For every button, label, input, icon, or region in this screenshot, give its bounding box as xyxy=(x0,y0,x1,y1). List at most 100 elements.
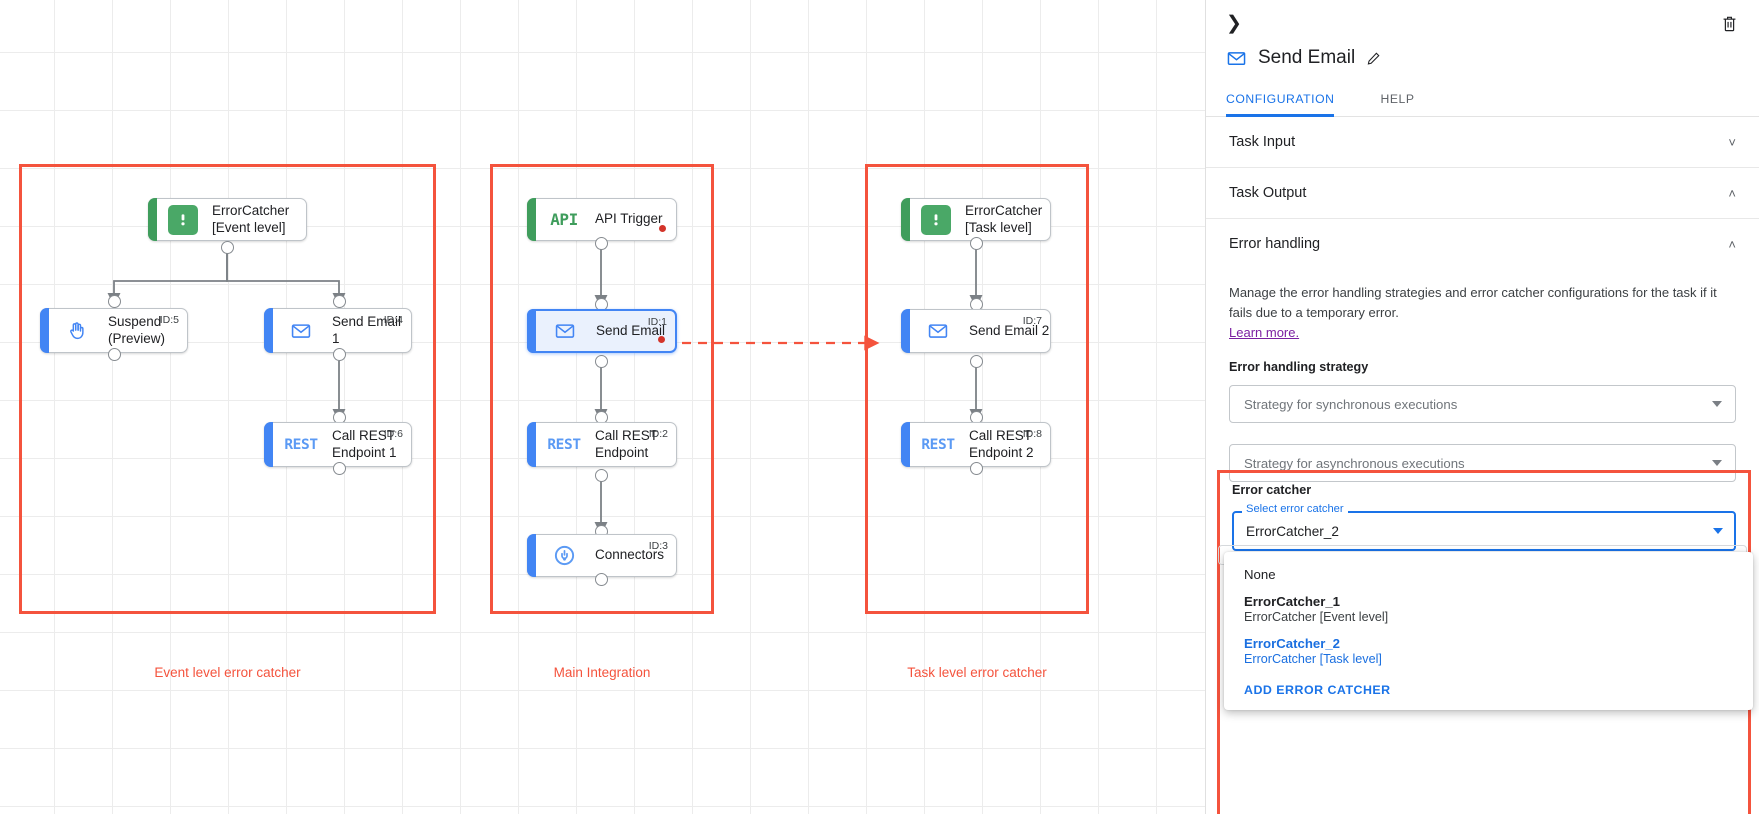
menu-item-name: ErrorCatcher_2 xyxy=(1244,636,1341,651)
node-accent-bar xyxy=(901,422,910,467)
node-label: Suspend (Preview) xyxy=(108,314,166,346)
menu-item-sub: ErrorCatcher [Task level] xyxy=(1244,652,1382,666)
mail-icon xyxy=(921,314,955,348)
node-port-out xyxy=(595,573,608,586)
tab-configuration[interactable]: CONFIGURATION xyxy=(1226,86,1352,117)
panel-header: ❯ Send Email xyxy=(1206,0,1759,69)
menu-item-none[interactable]: None xyxy=(1224,561,1753,588)
panel-tabs: CONFIGURATION HELP xyxy=(1206,86,1759,117)
node-accent-bar xyxy=(148,198,157,241)
node-port-out xyxy=(595,355,608,368)
error-catcher-label: Error catcher xyxy=(1232,483,1312,497)
chevron-down-icon: ˅ xyxy=(1728,134,1736,150)
tab-help[interactable]: HELP xyxy=(1380,92,1415,106)
chevron-down-icon xyxy=(1712,401,1722,408)
node-call-rest-endpoint[interactable]: REST Call REST Endpoint ID:2 xyxy=(527,422,677,467)
node-api-trigger[interactable]: API API Trigger xyxy=(527,198,677,241)
node-errorcatcher-event-level[interactable]: ErrorCatcher [Event level] xyxy=(148,198,307,241)
section-task-input[interactable]: Task Input ˅ xyxy=(1206,117,1759,168)
pencil-icon[interactable] xyxy=(1366,51,1381,66)
group-frame-event-level xyxy=(19,164,436,614)
node-accent-bar xyxy=(264,422,273,467)
node-accent-bar xyxy=(527,198,536,241)
error-catcher-options-menu: None ErrorCatcher_1 ErrorCatcher [Event … xyxy=(1224,552,1753,710)
menu-item-name: None xyxy=(1244,567,1276,582)
node-label: Send Email 1 xyxy=(332,314,402,346)
menu-item-errorcatcher-1[interactable]: ErrorCatcher_1 ErrorCatcher [Event level… xyxy=(1224,588,1753,630)
section-title: Task Input xyxy=(1229,134,1296,150)
node-call-rest-endpoint-2[interactable]: REST Call REST Endpoint 2 ID:8 xyxy=(901,422,1051,467)
mail-icon xyxy=(1226,48,1247,69)
chevron-right-icon[interactable]: ❯ xyxy=(1226,12,1242,34)
node-label: ErrorCatcher [Event level] xyxy=(212,203,290,235)
async-strategy-select[interactable]: Strategy for asynchronous executions xyxy=(1229,444,1736,483)
group-caption-main-integration: Main Integration xyxy=(553,665,651,680)
node-suspend[interactable]: Suspend (Preview) ID:5 xyxy=(40,308,188,353)
trash-icon[interactable] xyxy=(1720,14,1739,33)
node-accent-bar xyxy=(527,422,536,467)
task-config-panel: ❯ Send Email xyxy=(1205,0,1759,814)
mail-icon xyxy=(548,314,582,348)
node-port-out xyxy=(333,348,346,361)
chevron-up-icon: ˄ xyxy=(1728,185,1736,201)
node-label: Call REST Endpoint xyxy=(595,428,659,460)
node-accent-bar xyxy=(527,534,536,577)
workflow-canvas[interactable]: Event level error catcher Main Integrati… xyxy=(0,0,1205,814)
group-caption-event-level: Event level error catcher xyxy=(154,665,301,680)
error-catcher-icon xyxy=(921,204,951,235)
node-errorcatcher-task-level[interactable]: ErrorCatcher [Task level] xyxy=(901,198,1051,241)
node-id-badge: ID:2 xyxy=(648,428,668,440)
chevron-down-icon xyxy=(1713,528,1723,534)
node-port-out xyxy=(970,462,983,475)
menu-item-errorcatcher-2[interactable]: ErrorCatcher_2 ErrorCatcher [Task level] xyxy=(1224,630,1753,672)
node-accent-bar xyxy=(40,308,49,353)
node-id-badge: ID:5 xyxy=(159,314,179,326)
select-error-catcher-label: Select error catcher xyxy=(1242,503,1348,515)
node-accent-bar xyxy=(527,309,536,353)
error-catcher-icon xyxy=(168,204,198,235)
select-error-catcher-dropdown[interactable]: ErrorCatcher_2 xyxy=(1232,511,1736,551)
node-connectors[interactable]: Connectors ID:3 xyxy=(527,534,677,577)
chevron-up-icon: ˄ xyxy=(1728,236,1736,252)
section-task-output[interactable]: Task Output ˄ xyxy=(1206,168,1759,219)
hand-icon xyxy=(60,314,94,348)
mail-icon xyxy=(284,314,318,348)
node-label: Call REST Endpoint 2 xyxy=(969,428,1034,460)
section-error-handling[interactable]: Error handling ˄ xyxy=(1206,219,1759,269)
node-label: Send Email 2 xyxy=(969,322,1050,338)
node-label: Connectors xyxy=(595,547,665,563)
node-send-email-1[interactable]: Send Email 1 ID:4 xyxy=(264,308,412,353)
sync-strategy-select[interactable]: Strategy for synchronous executions xyxy=(1229,385,1736,424)
selected-error-catcher-value: ErrorCatcher_2 xyxy=(1246,523,1339,539)
sync-strategy-value: Strategy for synchronous executions xyxy=(1244,396,1458,412)
error-handling-body: Manage the error handling strategies and… xyxy=(1206,269,1759,483)
node-port-out xyxy=(970,237,983,250)
node-id-badge: ID:1 xyxy=(647,316,667,328)
rest-icon: REST xyxy=(547,436,581,453)
node-send-email-selected[interactable]: Send Email ID:1 xyxy=(527,309,677,353)
group-frame-main-integration xyxy=(490,164,714,614)
connectors-icon xyxy=(547,539,581,573)
node-port-out xyxy=(595,237,608,250)
menu-item-sub: ErrorCatcher [Event level] xyxy=(1244,610,1389,624)
node-port-out xyxy=(108,348,121,361)
error-catcher-highlight-block: Error catcher ErrorCatcher_2 Select erro… xyxy=(1217,470,1751,814)
node-id-badge: ID:6 xyxy=(383,428,403,440)
async-strategy-value: Strategy for asynchronous executions xyxy=(1244,455,1465,471)
node-id-badge: ID:3 xyxy=(648,540,668,552)
node-accent-bar xyxy=(901,198,910,241)
node-id-badge: ID:7 xyxy=(1022,315,1042,327)
group-frame-task-level xyxy=(865,164,1089,614)
learn-more-link[interactable]: Learn more. xyxy=(1229,325,1300,341)
node-accent-bar xyxy=(901,309,910,353)
node-id-badge: ID:4 xyxy=(383,314,403,326)
section-title: Error handling xyxy=(1229,236,1321,252)
error-indicator-dot xyxy=(658,336,665,343)
node-send-email-2[interactable]: Send Email 2 ID:7 xyxy=(901,309,1051,353)
error-indicator-dot xyxy=(659,225,666,232)
node-call-rest-endpoint-1[interactable]: REST Call REST Endpoint 1 ID:6 xyxy=(264,422,412,467)
node-label: Call REST Endpoint 1 xyxy=(332,428,397,460)
node-port-out xyxy=(970,355,983,368)
node-label: API Trigger xyxy=(595,211,663,227)
add-error-catcher-button[interactable]: ADD ERROR CATCHER xyxy=(1244,683,1391,697)
